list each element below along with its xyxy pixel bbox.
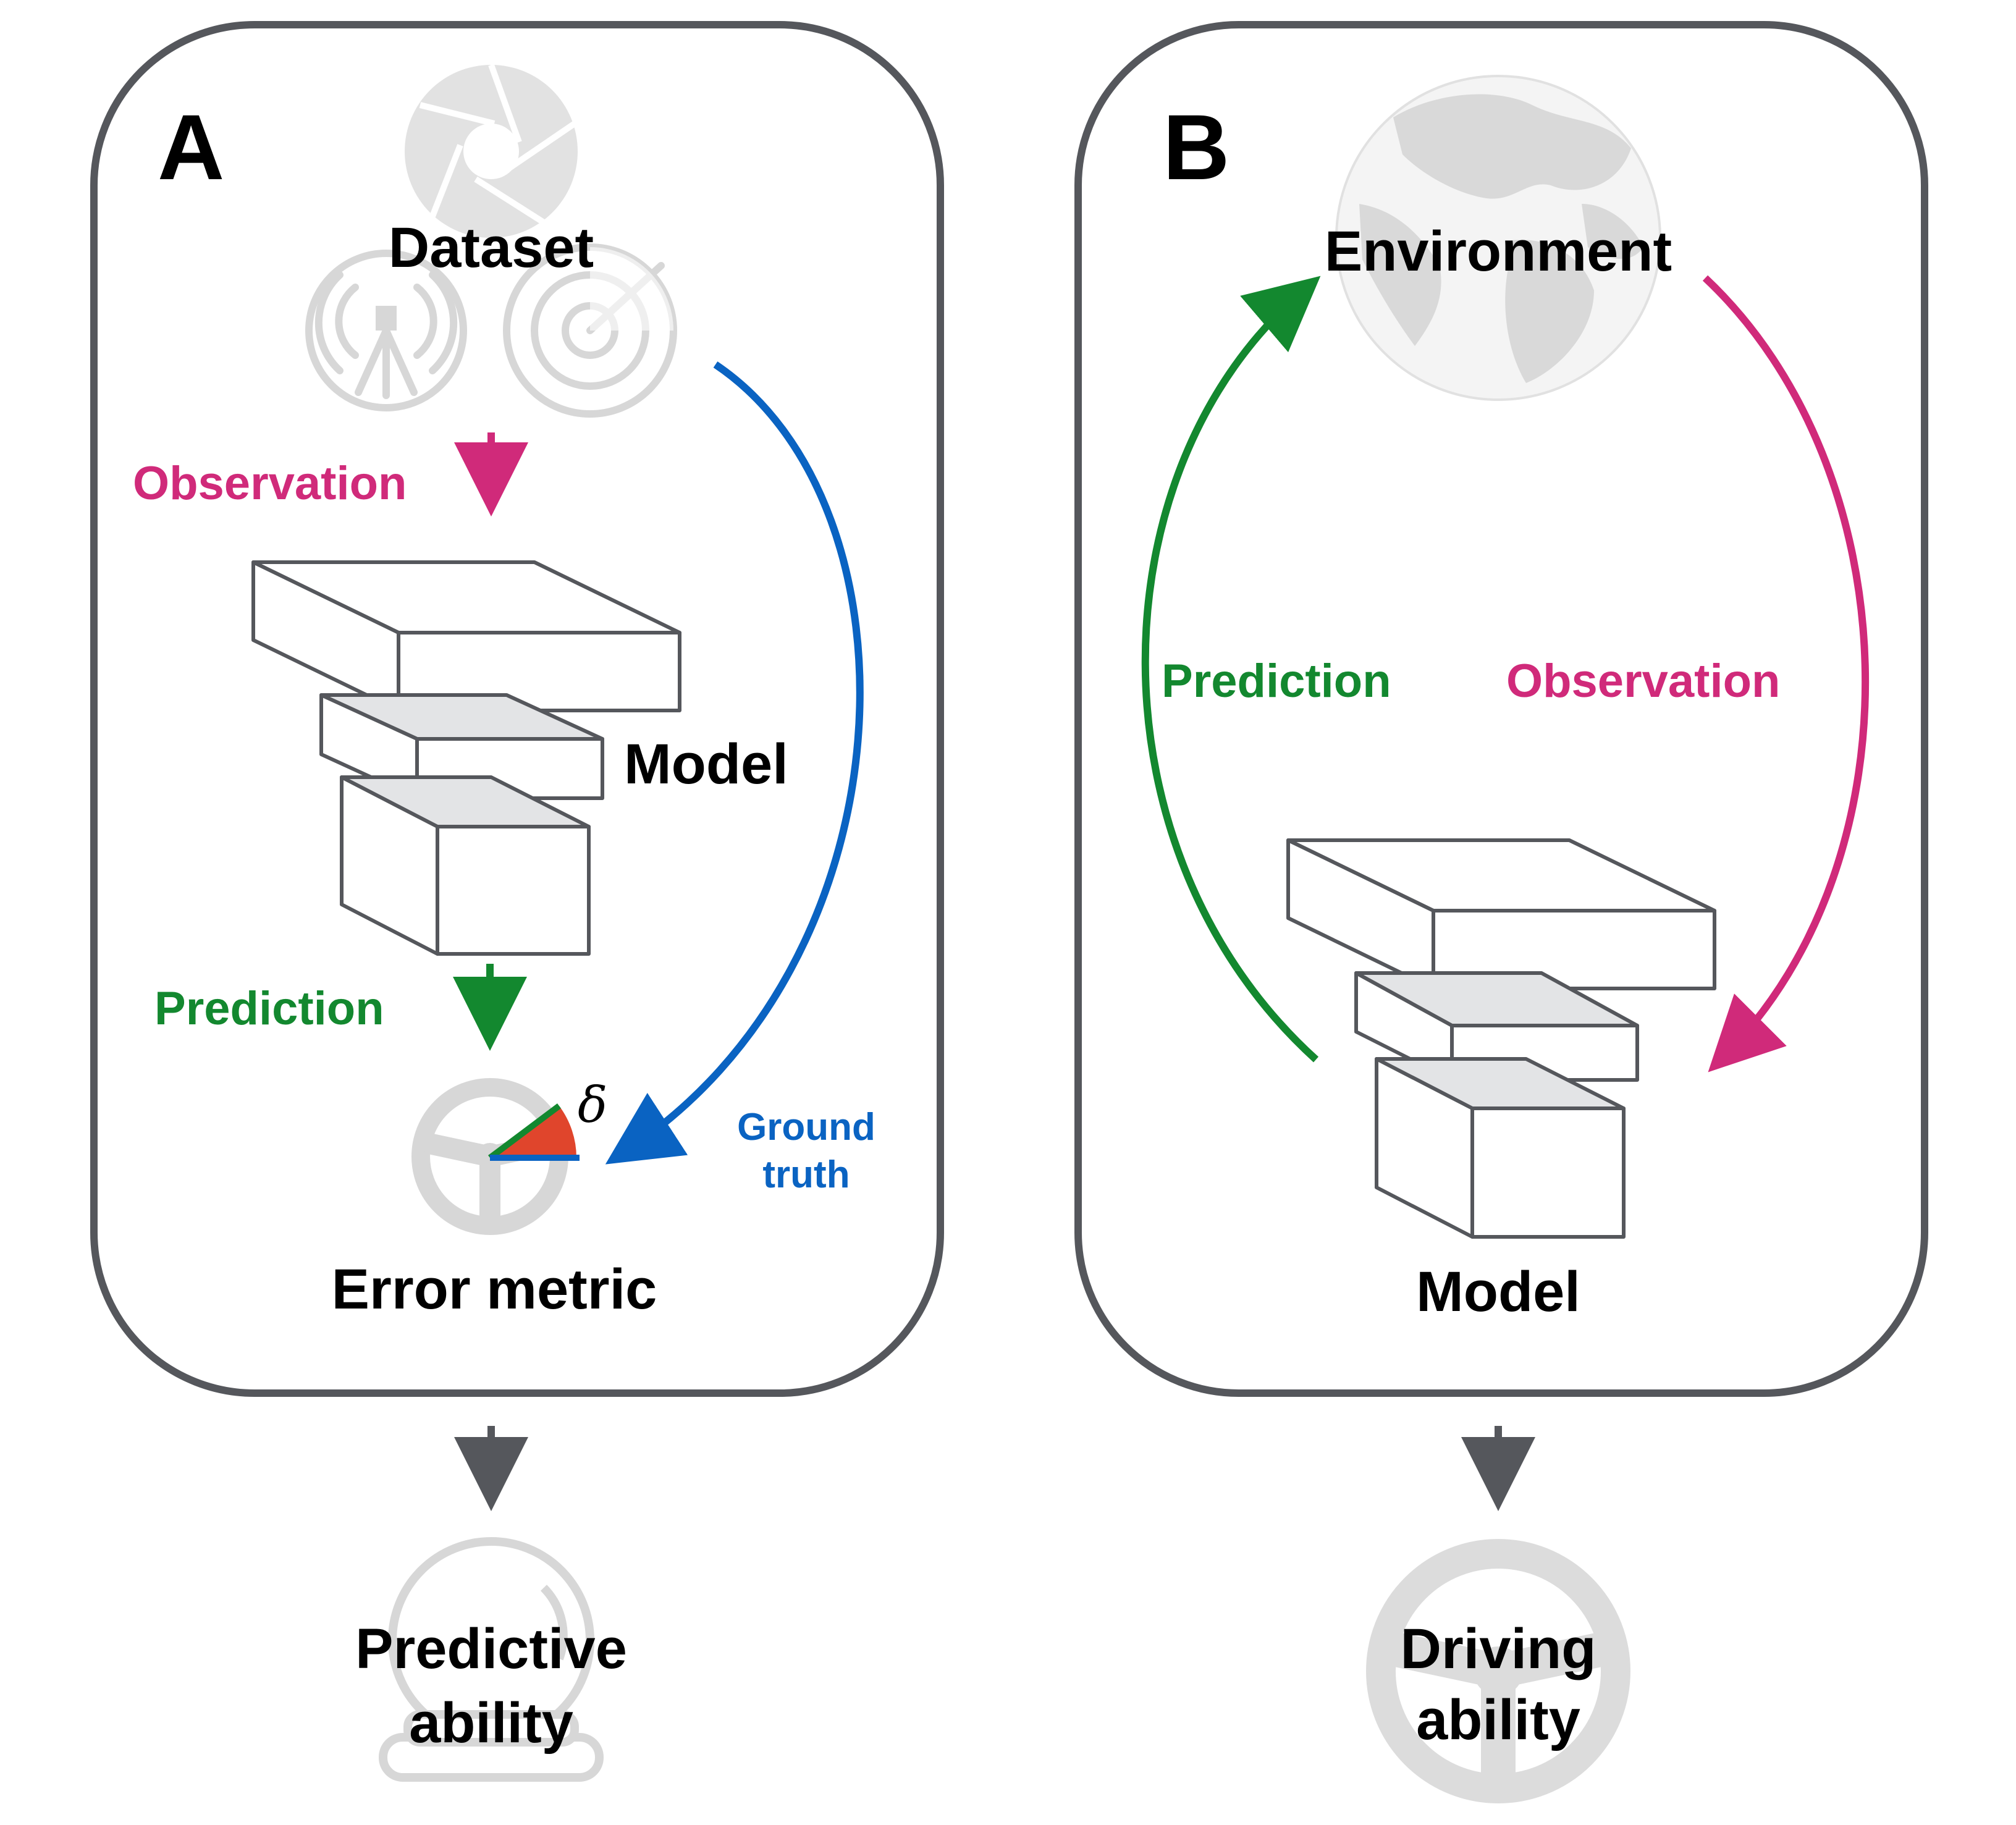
radar-sweep-icon <box>503 243 677 418</box>
environment-label: Environment <box>1325 220 1672 283</box>
model-stack-a <box>251 560 681 956</box>
ground-truth-label-line2: truth <box>762 1153 850 1196</box>
driving-ability-line2: ability <box>1416 1688 1580 1751</box>
prediction-label-a: Prediction <box>154 982 384 1035</box>
error-wedge <box>488 1103 580 1161</box>
predictive-ability-line1: Predictive <box>355 1617 627 1680</box>
observation-arrow-b <box>1702 275 1870 1073</box>
ground-truth-label-line1: Ground <box>737 1106 875 1149</box>
observation-label-b: Observation <box>1506 655 1780 707</box>
model-label-b: Model <box>1416 1260 1580 1323</box>
panel-a-letter: A <box>158 95 224 199</box>
driving-wheel-icon <box>1366 1539 1630 1803</box>
ground-truth-arrow <box>605 361 864 1165</box>
observation-label-a: Observation <box>133 457 407 510</box>
panel-b: B Environment Prediction Observation <box>1074 21 1928 1397</box>
error-metric-label: Error metric <box>332 1258 657 1321</box>
crystal-ball-icon <box>379 1537 604 1782</box>
model-stack-b <box>1286 838 1716 1239</box>
panel-a: A <box>90 21 944 1397</box>
model-label-a: Model <box>624 733 788 796</box>
prediction-label-b: Prediction <box>1162 655 1391 707</box>
globe-icon <box>1335 75 1661 401</box>
driving-ability-line1: Driving <box>1401 1617 1596 1680</box>
dataset-label: Dataset <box>389 216 594 279</box>
prediction-arrow-b <box>1141 276 1321 1063</box>
camera-aperture-icon <box>405 64 578 238</box>
delta-symbol: δ <box>578 1076 607 1134</box>
radar-tower-icon <box>305 250 467 411</box>
panel-b-letter: B <box>1163 95 1229 199</box>
predictive-ability-line2: ability <box>409 1692 573 1755</box>
